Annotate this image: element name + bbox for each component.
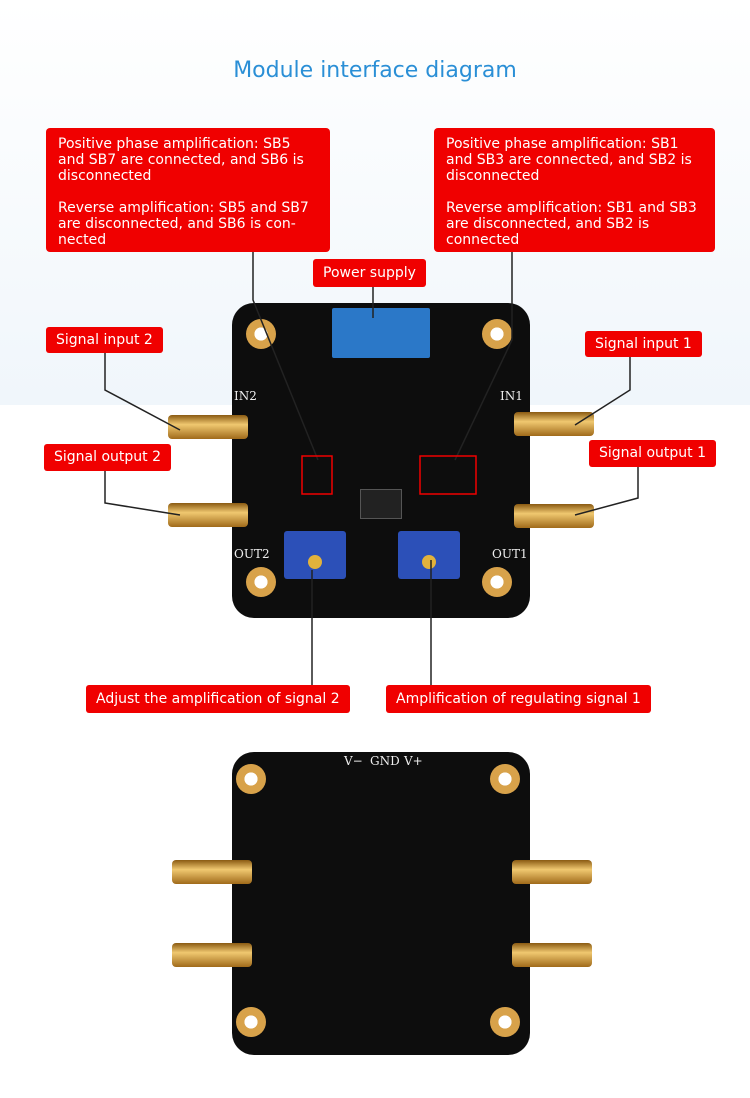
sma-connector-back	[512, 943, 592, 967]
ic-chip	[360, 489, 402, 519]
callout-sb1-sb3: Positive phase amplification: SB1 and SB…	[434, 128, 715, 252]
callout-left-positive: Positive phase amplification: SB5 and SB…	[58, 136, 304, 184]
potentiometer-2	[284, 531, 346, 579]
mount-hole	[236, 1007, 266, 1037]
silk-in2: IN2	[234, 389, 257, 403]
label-signal-output-1: Signal output 1	[589, 440, 716, 467]
silk-gnd: GND	[370, 754, 400, 768]
silk-out2: OUT2	[234, 547, 270, 561]
pcb-board-front: IN2 IN1 OUT2 OUT1	[232, 303, 530, 618]
mount-hole	[490, 764, 520, 794]
label-signal-input-1: Signal input 1	[585, 331, 702, 357]
label-power-supply: Power supply	[313, 259, 426, 287]
callout-left-reverse: Reverse amplification: SB5 and SB7 are d…	[58, 200, 309, 248]
callout-right-positive: Positive phase amplification: SB1 and SB…	[446, 136, 692, 184]
silk-vplus: V+	[404, 754, 423, 768]
label-adjust-signal-1: Amplification of regulating signal 1	[386, 685, 651, 713]
sma-connector-back	[172, 860, 252, 884]
sma-connector-in1	[514, 412, 594, 436]
sma-connector-out1	[514, 504, 594, 528]
power-terminal	[332, 308, 430, 358]
sma-connector-in2	[168, 415, 248, 439]
label-adjust-signal-2: Adjust the amplification of signal 2	[86, 685, 350, 713]
potentiometer-1	[398, 531, 460, 579]
callout-right-reverse: Reverse amplification: SB1 and SB3 are d…	[446, 200, 697, 248]
label-signal-input-2: Signal input 2	[46, 327, 163, 353]
mount-hole	[490, 1007, 520, 1037]
sma-connector-back	[172, 943, 252, 967]
sma-connector-back	[512, 860, 592, 884]
pcb-board-back: V− GND V+	[232, 752, 530, 1055]
silk-vminus: V−	[344, 754, 363, 768]
sma-connector-out2	[168, 503, 248, 527]
label-signal-output-2: Signal output 2	[44, 444, 171, 471]
silk-in1: IN1	[500, 389, 523, 403]
callout-sb5-sb7: Positive phase amplification: SB5 and SB…	[46, 128, 330, 252]
silk-out1: OUT1	[492, 547, 528, 561]
page-title: Module interface diagram	[233, 58, 517, 83]
mount-hole	[482, 319, 512, 349]
mount-hole	[246, 567, 276, 597]
mount-hole	[482, 567, 512, 597]
mount-hole	[236, 764, 266, 794]
